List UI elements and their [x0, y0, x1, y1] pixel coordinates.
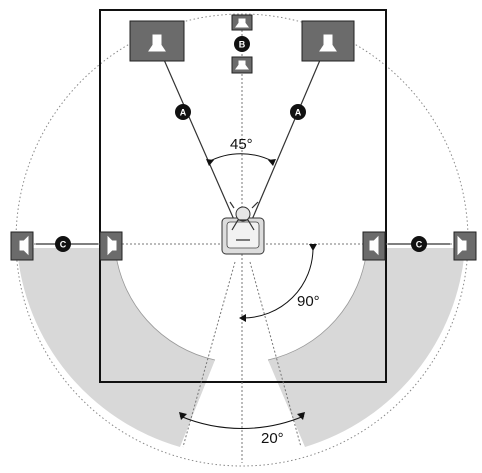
right-surround-zone [268, 248, 465, 447]
front-right-speaker [301, 20, 355, 62]
side-angle-arc [242, 247, 314, 319]
front-angle-arc-arrow-left [206, 159, 214, 166]
rear-angle-arc [179, 415, 305, 429]
front-left-wire [157, 45, 236, 223]
side-angle-arc-arrow-top [309, 244, 317, 251]
speaker-icon [235, 18, 249, 28]
front-angle-arc [207, 153, 275, 163]
right-zone-inner-curve [267, 247, 368, 361]
badge-front-left: A [175, 104, 191, 120]
speaker-icon [235, 60, 249, 70]
speaker-icon [457, 235, 467, 256]
badge-surround-left: C [55, 236, 71, 252]
right-surround-speaker-outer [453, 231, 477, 261]
badge-front-left-letter: A [180, 108, 187, 118]
rear-angle-arc-arrow-left [179, 412, 187, 420]
listener-icon [221, 201, 265, 255]
speaker-icon [19, 235, 29, 256]
side-angle-label: 90° [297, 293, 320, 310]
badge-front-right: A [290, 104, 306, 120]
badge-surround-right: C [411, 236, 427, 252]
rear-angle-label: 20° [261, 430, 284, 447]
speaker-icon [319, 34, 337, 52]
badge-front-right-letter: A [295, 108, 302, 118]
right-surround-speaker-inner [362, 231, 386, 261]
speaker-icon [369, 235, 379, 256]
room-outline [99, 9, 387, 383]
speaker-icon [107, 235, 117, 256]
left-surround-zone [17, 248, 215, 447]
front-angle-arc-arrow-right [268, 159, 276, 166]
front-right-wire [250, 45, 327, 223]
left-surround-speaker-outer [10, 231, 34, 261]
rear-guide-left [182, 261, 236, 448]
front-angle-label: 45° [230, 136, 253, 153]
left-surround-speaker-inner [99, 231, 123, 261]
badge-surround-left-letter: C [60, 240, 67, 250]
center-speaker-bottom [231, 56, 253, 74]
badge-center: B [234, 36, 250, 52]
badge-surround-right-letter: C [416, 240, 423, 250]
side-angle-arc-arrow-bottom [239, 314, 246, 322]
rear-angle-arc-arrow-right [297, 412, 305, 420]
center-speaker-top [231, 14, 253, 31]
left-zone-inner-curve [114, 247, 216, 361]
speaker-icon [148, 34, 166, 52]
badge-center-letter: B [239, 40, 246, 50]
front-left-speaker [129, 20, 185, 62]
